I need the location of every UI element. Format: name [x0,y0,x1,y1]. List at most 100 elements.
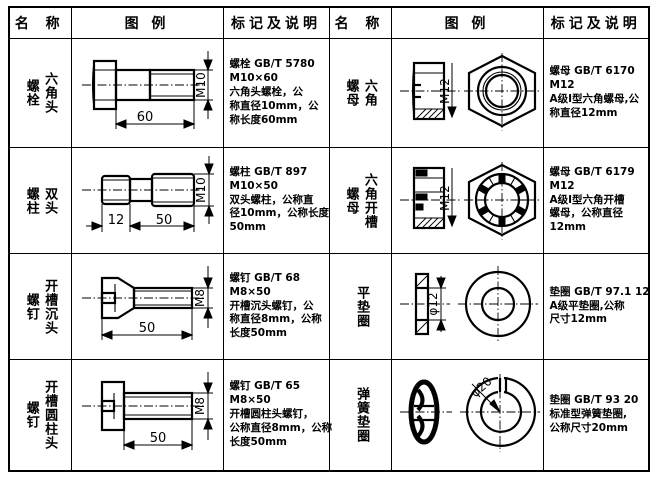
name-text-primary: 六角 [361,79,377,107]
figure-cell-slotted-cheese-head-screw: 50 M8 [70,359,224,472]
table-row: 开槽沉头 螺钉 [8,253,650,360]
mark-cell-hex-slotted-nut: 螺母 GB/T 6179 M12 A级I型六角开槽 螺母，公称直径 12mm [542,147,650,254]
figure-cell-spring-washer: φ20 [390,359,544,472]
dim-length-label: 50 [150,431,167,446]
mark-text-block: 垫圈 GB/T 93 20 标准型弹簧垫圈, 公称尺寸20mm [544,392,649,438]
mark-line: 尺寸12mm [549,313,608,326]
mark-line: M10×50 [229,179,278,192]
drawing-plain-washer: φ12 [392,254,543,359]
mark-line: 50mm [229,221,267,234]
mark-line: M8×50 [229,285,271,298]
mark-line: 12mm [549,221,587,234]
mark-line: 螺母 GB/T 6170 [549,65,635,78]
dim-thread-label: M8 [193,289,207,307]
mark-text-block: 垫圈 GB/T 97.1 12 A级平垫圈,公称 尺寸12mm [544,284,650,330]
mark-line: 径10mm，公称长度 [229,207,330,220]
table-row: 开槽圆柱头 螺钉 [8,359,650,472]
header-figure-left: 图 例 [70,6,224,39]
mark-text-block: 螺母 GB/T 6170 M12 A级I型六角螺母,公 称直径12mm [544,63,649,122]
mark-line: A级I型六角螺母,公 [549,93,640,105]
mark-line: 开槽圆柱头螺钉， [229,408,314,421]
name-text-primary: 六角头 [42,72,58,114]
mark-line: M8×50 [229,394,271,407]
mark-line: 称直径12mm [549,106,618,119]
figure-cell-hex-nut: M12 [390,38,544,148]
mark-line: M12 [549,179,575,192]
mark-line: 长度50mm [229,327,288,340]
dim-thread-label: M10 [194,72,208,98]
mark-cell-plain-washer: 垫圈 GB/T 97.1 12 A级平垫圈,公称 尺寸12mm [542,253,650,360]
mark-line: 垫圈 GB/T 93 20 [549,394,639,407]
mark-text-block: 螺栓 GB/T 5780 M10×60 六角头螺栓，公 称直径10mm，公 称长… [224,56,329,129]
mark-line: 长度50mm [229,435,288,448]
mark-line: 螺钉 GB/T 68 [229,271,301,284]
mark-line: 称直径8mm，公称 [229,313,322,326]
drawing-double-end-stud: 12 50 M10 [72,148,223,253]
table-row: 六角头 螺栓 [8,38,650,148]
header-name-left: 名 称 [8,6,72,39]
mark-line: 公称直径8mm，公称 [229,421,333,434]
mark-line: 称长度60mm [229,113,298,126]
mark-line: 螺柱 GB/T 897 [229,165,308,178]
dim-length-label: 50 [139,321,156,336]
name-cell-double-end-stud: 双头 螺柱 [8,147,72,254]
figure-cell-hex-slotted-nut: M12 [390,147,544,254]
name-cell-hex-head-bolt: 六角头 螺栓 [8,38,72,148]
dim-diameter-label: φ12 [426,292,440,315]
name-text-primary: 六角开槽 [361,172,377,229]
mark-line: 螺钉 GB/T 65 [229,380,301,393]
name-text-primary: 平垫圈 [354,285,370,328]
mark-line: M12 [549,79,575,92]
figure-cell-plain-washer: φ12 [390,253,544,360]
name-text-secondary: 螺母 [343,79,359,107]
name-text-secondary: 螺栓 [23,79,39,107]
mark-cell-hex-nut: 螺母 GB/T 6170 M12 A级I型六角螺母,公 称直径12mm [542,38,650,148]
name-text-primary: 开槽沉头 [42,278,58,335]
mark-line: 螺母，公称直径 [549,207,624,220]
drawing-hex-head-bolt: 60 M10 [72,39,223,147]
mark-cell-double-end-stud: 螺柱 GB/T 897 M10×50 双头螺柱，公称直 径10mm，公称长度 5… [222,147,330,254]
mark-line: A级I型六角开槽 [549,193,625,206]
fastener-table: 名 称 图 例 标记及说明 名 称 图 例 标记及说明 六角头 螺栓 [8,6,650,472]
dim-thread-label: M12 [438,78,452,104]
mark-line: 六角头螺栓，公 [229,86,304,99]
mark-line: 公称尺寸20mm [549,421,629,434]
mark-cell-slotted-countersunk-screw: 螺钉 GB/T 68 M8×50 开槽沉头螺钉，公 称直径8mm，公称 长度50… [222,253,330,360]
dim-thread-label: M10 [194,177,208,203]
mark-text-block: 螺钉 GB/T 68 M8×50 开槽沉头螺钉，公 称直径8mm，公称 长度50… [224,270,329,343]
mark-cell-slotted-cheese-head-screw: 螺钉 GB/T 65 M8×50 开槽圆柱头螺钉， 公称直径8mm，公称 长度5… [222,359,333,472]
dim-thread-label: M8 [193,397,207,415]
header-mark-left: 标记及说明 [222,6,330,39]
table-header-row: 名 称 图 例 标记及说明 名 称 图 例 标记及说明 [8,6,650,39]
mark-line: 螺栓 GB/T 5780 [229,58,315,71]
drawing-slotted-countersunk-screw: 50 M8 [72,254,223,359]
mark-text-block: 螺母 GB/T 6179 M12 A级I型六角开槽 螺母，公称直径 12mm [544,164,649,237]
mark-line: A级平垫圈,公称 [549,299,625,312]
name-cell-hex-nut: 六角 螺母 [328,38,392,148]
name-cell-hex-slotted-nut: 六角开槽 螺母 [328,147,392,254]
figure-cell-double-end-stud: 12 50 M10 [70,147,224,254]
name-text-primary: 双头 [42,186,58,215]
figure-cell-hex-head-bolt: 60 M10 [70,38,224,148]
mark-line: M10×60 [229,72,278,85]
mark-line: 双头螺柱，公称直 [229,193,314,206]
dim-thread-label: M12 [438,185,452,211]
mark-line: 开槽沉头螺钉，公 [229,299,314,312]
header-mark-right: 标记及说明 [542,6,650,39]
dim-length-1-label: 12 [108,213,125,228]
dim-length-2-label: 50 [156,213,173,228]
name-text-secondary: 螺钉 [23,401,39,429]
name-cell-slotted-countersunk-screw: 开槽沉头 螺钉 [8,253,72,360]
mark-cell-spring-washer: 垫圈 GB/T 93 20 标准型弹簧垫圈, 公称尺寸20mm [542,359,650,472]
drawing-hex-nut: M12 [392,39,543,147]
name-text-secondary: 螺柱 [23,186,39,215]
table-row: 双头 螺柱 [8,147,650,254]
name-cell-slotted-cheese-head-screw: 开槽圆柱头 螺钉 [8,359,72,472]
header-figure-right: 图 例 [390,6,544,39]
drawing-spring-washer: φ20 [392,360,543,470]
mark-line: 垫圈 GB/T 97.1 12 [549,285,650,298]
name-text-primary: 弹簧垫圈 [354,387,370,443]
name-cell-spring-washer: 弹簧垫圈 [328,359,392,472]
name-text-secondary: 螺钉 [23,292,39,321]
